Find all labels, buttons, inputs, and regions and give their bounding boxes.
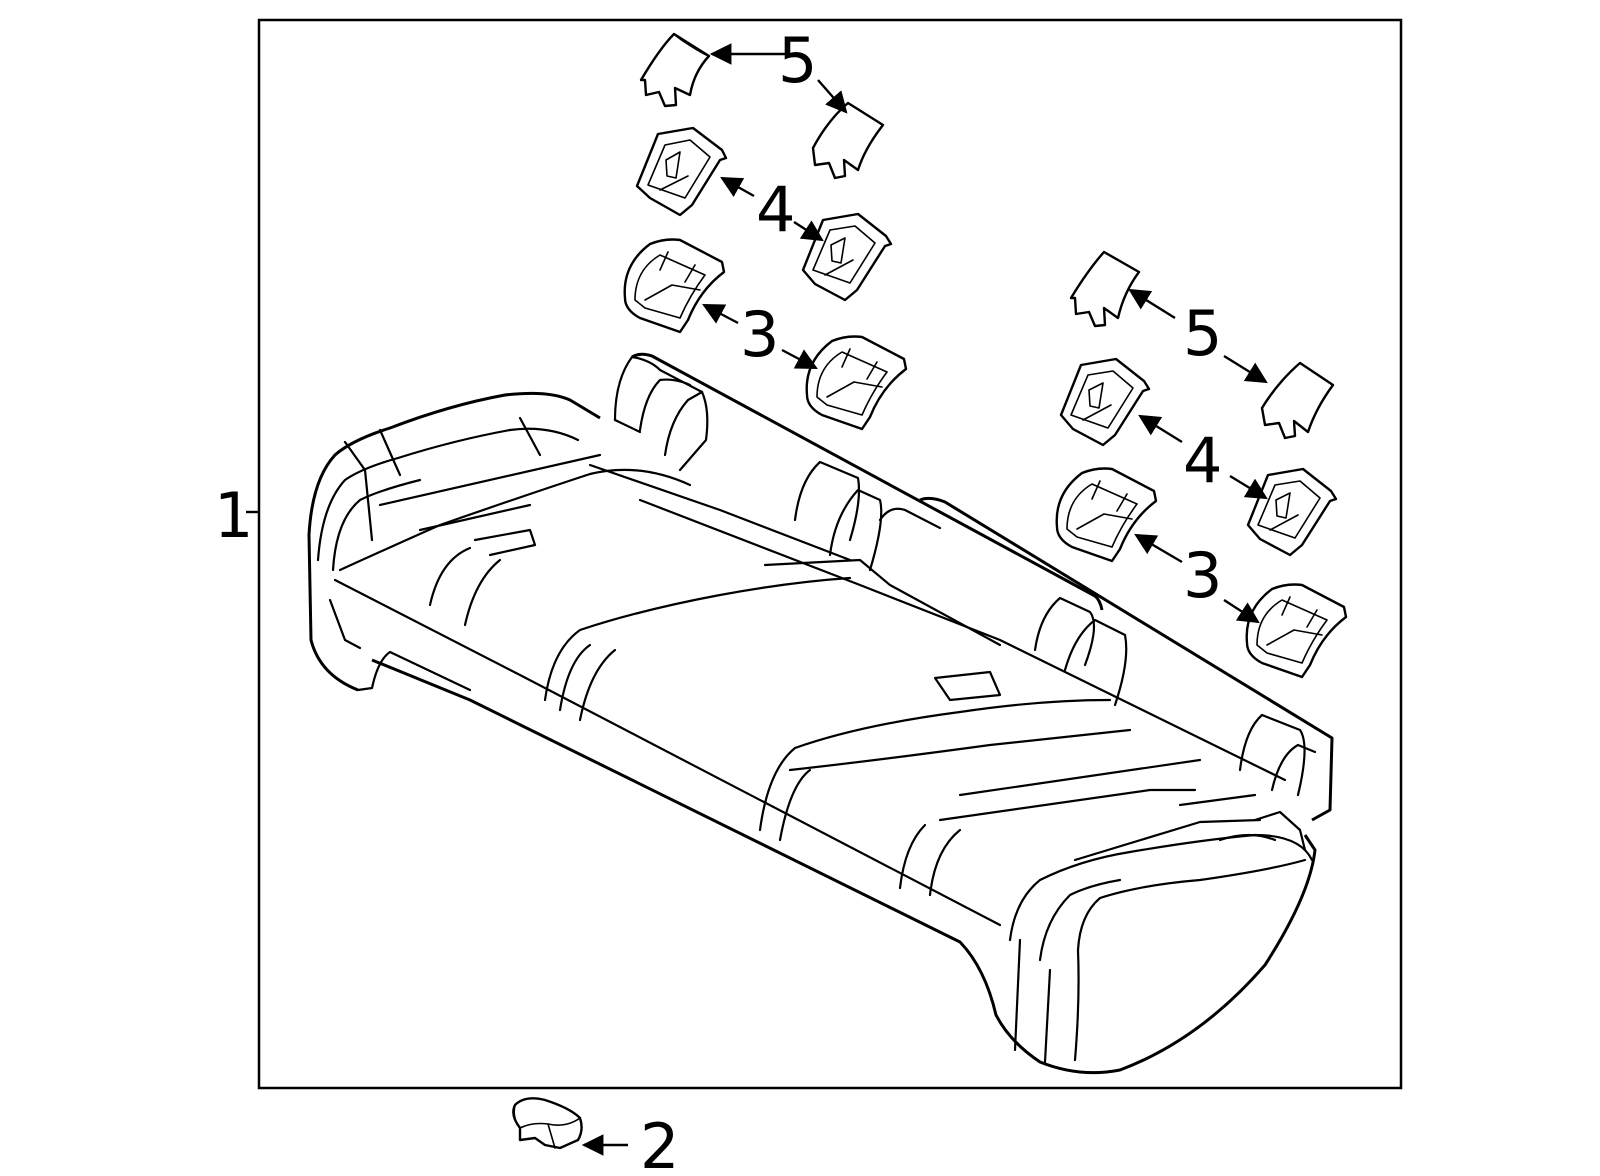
guide-cap-right-right [1260,361,1335,440]
callout-3-right: 3 [1183,539,1222,612]
seat-cushion [307,352,1334,1075]
guide-inner-right-right [1246,467,1338,557]
leader-lines [246,43,1268,1156]
guide-right-left [1055,467,1158,563]
clip [512,1097,583,1150]
guide-right-right [1245,583,1348,679]
guide-cap-upper-left [639,32,711,108]
guide-cap-right-left [1069,250,1141,328]
callout-1: 1 [214,479,253,552]
guide-cap-upper-right [811,101,885,180]
callout-4-upper: 4 [756,173,795,246]
guide-upper-left [623,238,726,334]
callout-3-upper: 3 [740,298,779,371]
callout-5-right: 5 [1183,297,1222,370]
guide-inner-upper-left [635,126,728,217]
callout-2: 2 [640,1110,679,1176]
guide-inner-upper-right [801,212,893,302]
guide-inner-right-left [1059,357,1151,447]
callout-5-upper: 5 [778,24,817,97]
guide-upper-right [805,335,908,431]
callout-4-right: 4 [1183,424,1222,497]
diagram-frame [257,18,1403,1090]
